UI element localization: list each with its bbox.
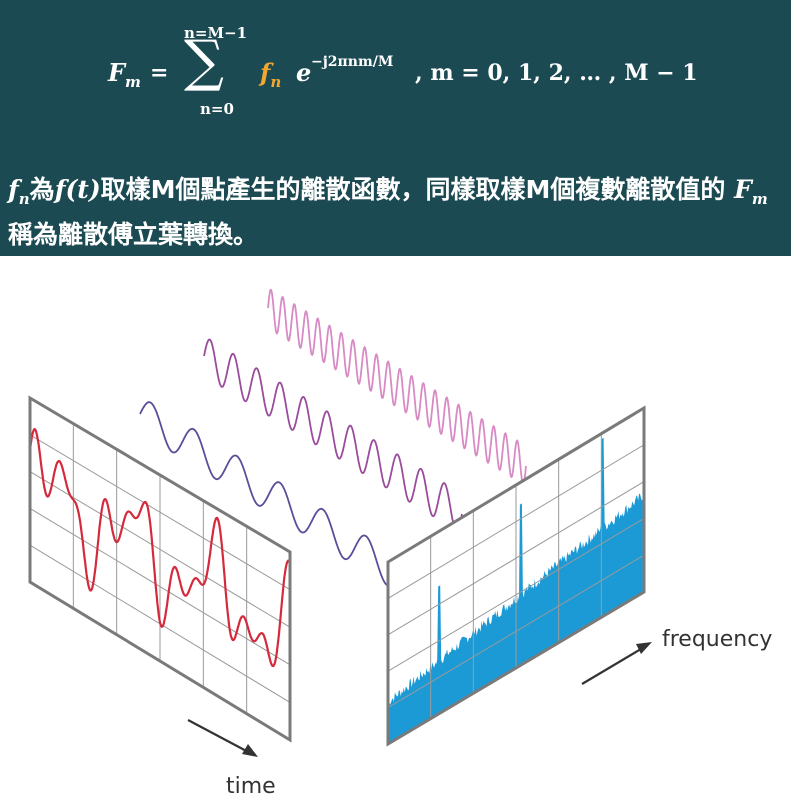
description-text: fn為f(t)取樣M個點產生的離散函數，同樣取樣M個複數離散值的 Fm 稱為離散… [8,172,788,253]
sine-wave-high-frequency [267,288,527,486]
sine-wave-low-frequency [139,401,399,587]
time-arrow [187,719,258,757]
exponential-base: e [296,58,312,87]
frequency-domain-panel [386,405,646,747]
formula-panel: Fm = n=M−1 ∑ n=0 fn e −j2πnm/M , m = 0, … [0,0,791,256]
sum-upper-limit: n=M−1 [184,24,248,42]
time-signal [30,427,290,668]
summation-symbol: ∑ [184,29,224,94]
sine-wave-mid-frequency [203,338,463,532]
frequency-spectrum [388,437,644,744]
time-domain-panel [28,395,292,743]
frequency-panel-grid [387,433,645,719]
frequency-label: frequency [662,627,772,652]
equals-sign: = [150,60,169,86]
desc-part1: 為 [29,175,55,204]
exponent: −j2πnm/M [311,54,394,70]
fm-symbol-inline: Fm [734,175,768,208]
time-label: time [226,774,276,799]
desc-part3: 稱為離散傅立葉轉換。 [8,220,259,249]
frequency-arrow [581,642,652,685]
fn-term: fn [260,58,282,91]
ft-symbol: f(t) [54,175,101,204]
frequency-panel-frame [386,405,646,747]
fourier-diagram: time frequency [28,288,772,799]
desc-part2: 取樣M個點產生的離散函數，同樣取樣M個複數離散值的 [100,175,735,204]
sum-lower-limit: n=0 [200,100,234,118]
fm-symbol: Fm [108,58,141,91]
time-panel-frame [28,395,292,743]
m-range: , m = 0, 1, 2, … , M − 1 [415,60,698,86]
fn-symbol: fn [8,175,30,208]
